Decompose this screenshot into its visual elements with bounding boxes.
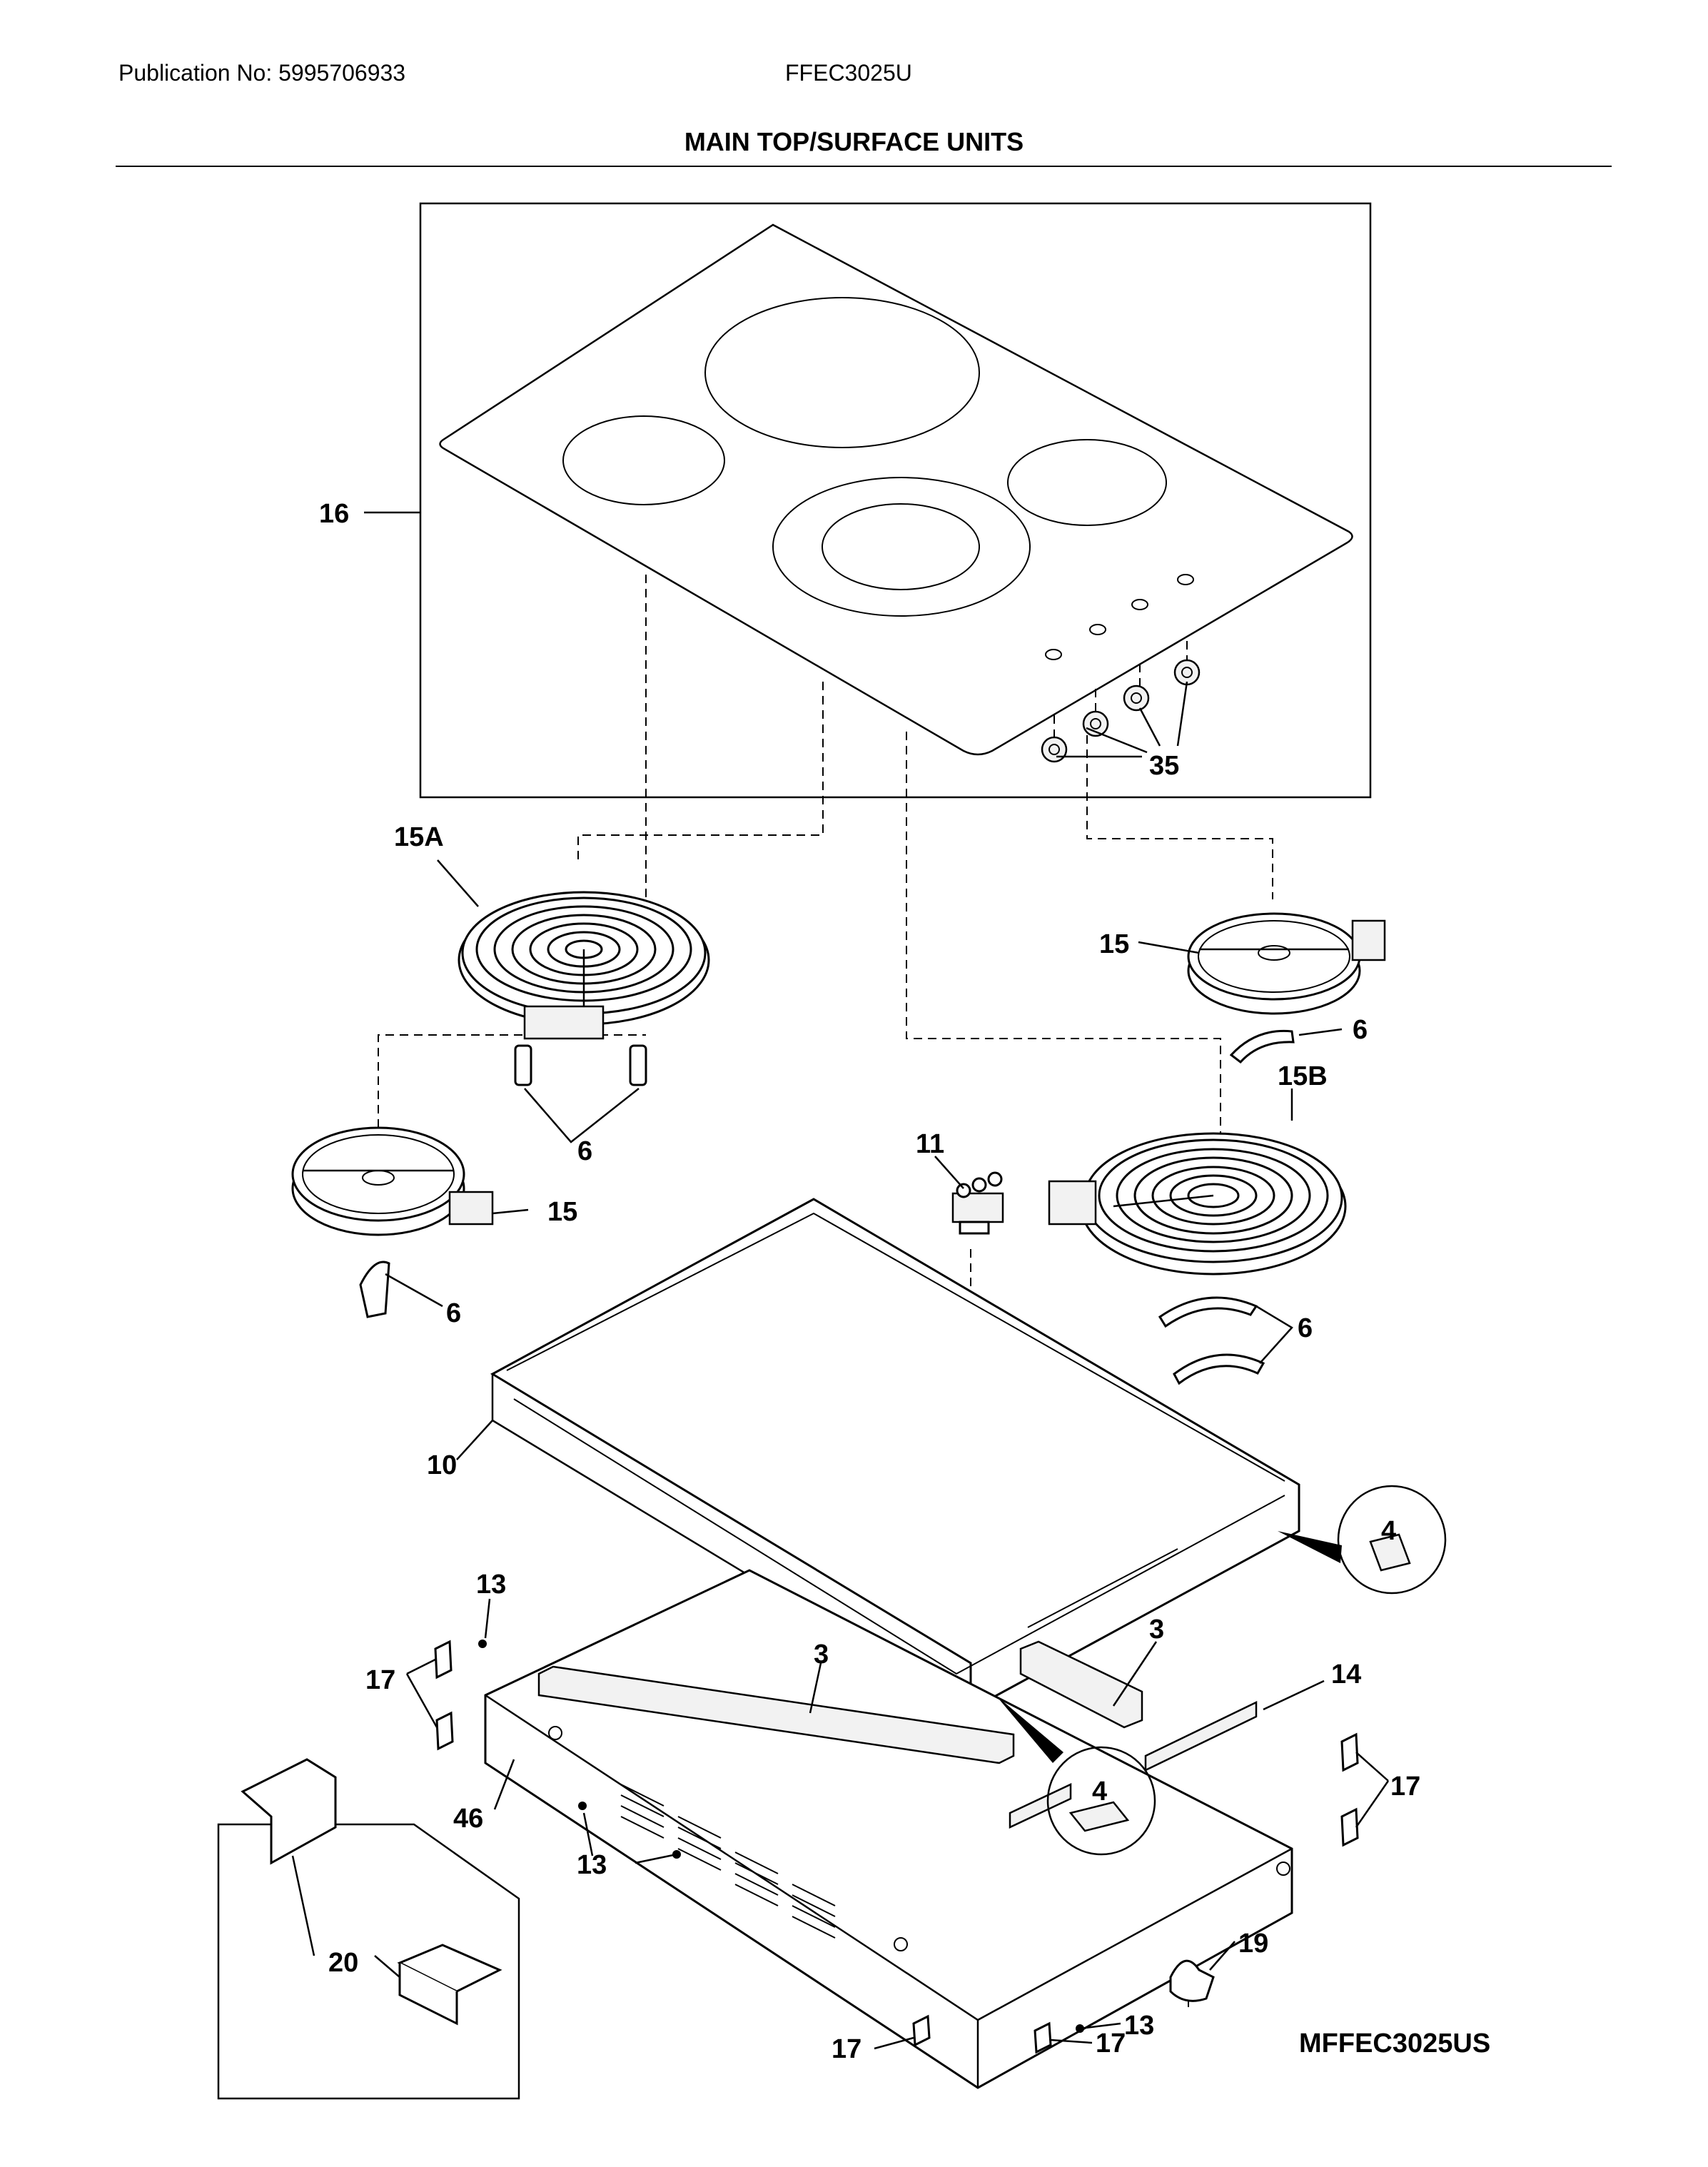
header-divider (116, 166, 1612, 167)
callout-13-top: 13 (476, 1570, 506, 1600)
wire-guard-6-upper (1229, 1029, 1295, 1064)
callout-17-bottom-right: 17 (1096, 2029, 1126, 2059)
callout-15b: 15B (1278, 1061, 1328, 1091)
callout-35: 35 (1149, 751, 1179, 781)
terminal-block-11 (951, 1171, 1004, 1235)
callout-16: 16 (319, 499, 349, 529)
callout-17-right: 17 (1390, 1772, 1420, 1802)
callout-19: 19 (1238, 1929, 1268, 1959)
radiant-element-15-right (1187, 912, 1386, 1015)
cooktop-glass-panel (419, 202, 1372, 799)
callout-11: 11 (916, 1129, 944, 1159)
callout-20: 20 (328, 1948, 358, 1978)
diagram-id: MFFEC3025US (1299, 2029, 1490, 2059)
callout-4-lower: 4 (1092, 1777, 1107, 1807)
rail-3-left (537, 1665, 1015, 1764)
arrow-4-lower (996, 1695, 1063, 1763)
wire-guard-6-b (1173, 1353, 1265, 1385)
callout-14: 14 (1331, 1660, 1361, 1689)
callout-6-15a: 6 (577, 1136, 592, 1166)
detail-circle-4-right (1337, 1485, 1447, 1595)
wire-guard-6-left (359, 1261, 390, 1318)
callout-15-left: 15 (547, 1197, 577, 1227)
detail-box-20 (217, 1758, 520, 2100)
callout-4-right: 4 (1381, 1516, 1396, 1546)
callout-13-mid: 13 (577, 1850, 607, 1880)
element-support-pan-10 (490, 1198, 1300, 1712)
radiant-element-15-left (291, 1126, 494, 1236)
callout-17-left: 17 (365, 1665, 395, 1695)
radiant-element-15b (1048, 1132, 1347, 1276)
leader-lines (291, 511, 1390, 2050)
hardware-clips-17 (434, 1640, 1359, 2054)
detail-circle-4-lower (1046, 1746, 1156, 1856)
publication-number: Publication No: 5995706933 (118, 60, 406, 86)
callout-3-left: 3 (814, 1640, 829, 1670)
arrow-4-right (1278, 1531, 1342, 1563)
callout-15a: 15A (394, 822, 444, 852)
callout-46: 46 (453, 1804, 483, 1834)
callout-6-left: 6 (446, 1298, 461, 1328)
callout-13-bottom: 13 (1124, 2011, 1154, 2041)
radiant-element-15a (458, 891, 710, 1086)
rail-end-bracket (1009, 1783, 1072, 1829)
callout-3-right: 3 (1149, 1615, 1164, 1645)
wire-guard-6-a (1158, 1296, 1258, 1328)
page-title: MAIN TOP/SURFACE UNITS (684, 127, 1024, 156)
rail-3-right (1019, 1640, 1143, 1729)
callout-10: 10 (427, 1450, 457, 1480)
callout-6-lower-right: 6 (1298, 1313, 1313, 1343)
callout-17-bottom-left: 17 (832, 2034, 861, 2064)
callout-6-upper-right: 6 (1353, 1015, 1368, 1045)
callout-15-right: 15 (1099, 929, 1129, 959)
bracket-14 (1144, 1701, 1258, 1772)
wire-clamp-19 (1169, 1959, 1215, 2002)
lower-box-46 (484, 1569, 1293, 2089)
model-number: FFEC3025U (785, 60, 912, 86)
